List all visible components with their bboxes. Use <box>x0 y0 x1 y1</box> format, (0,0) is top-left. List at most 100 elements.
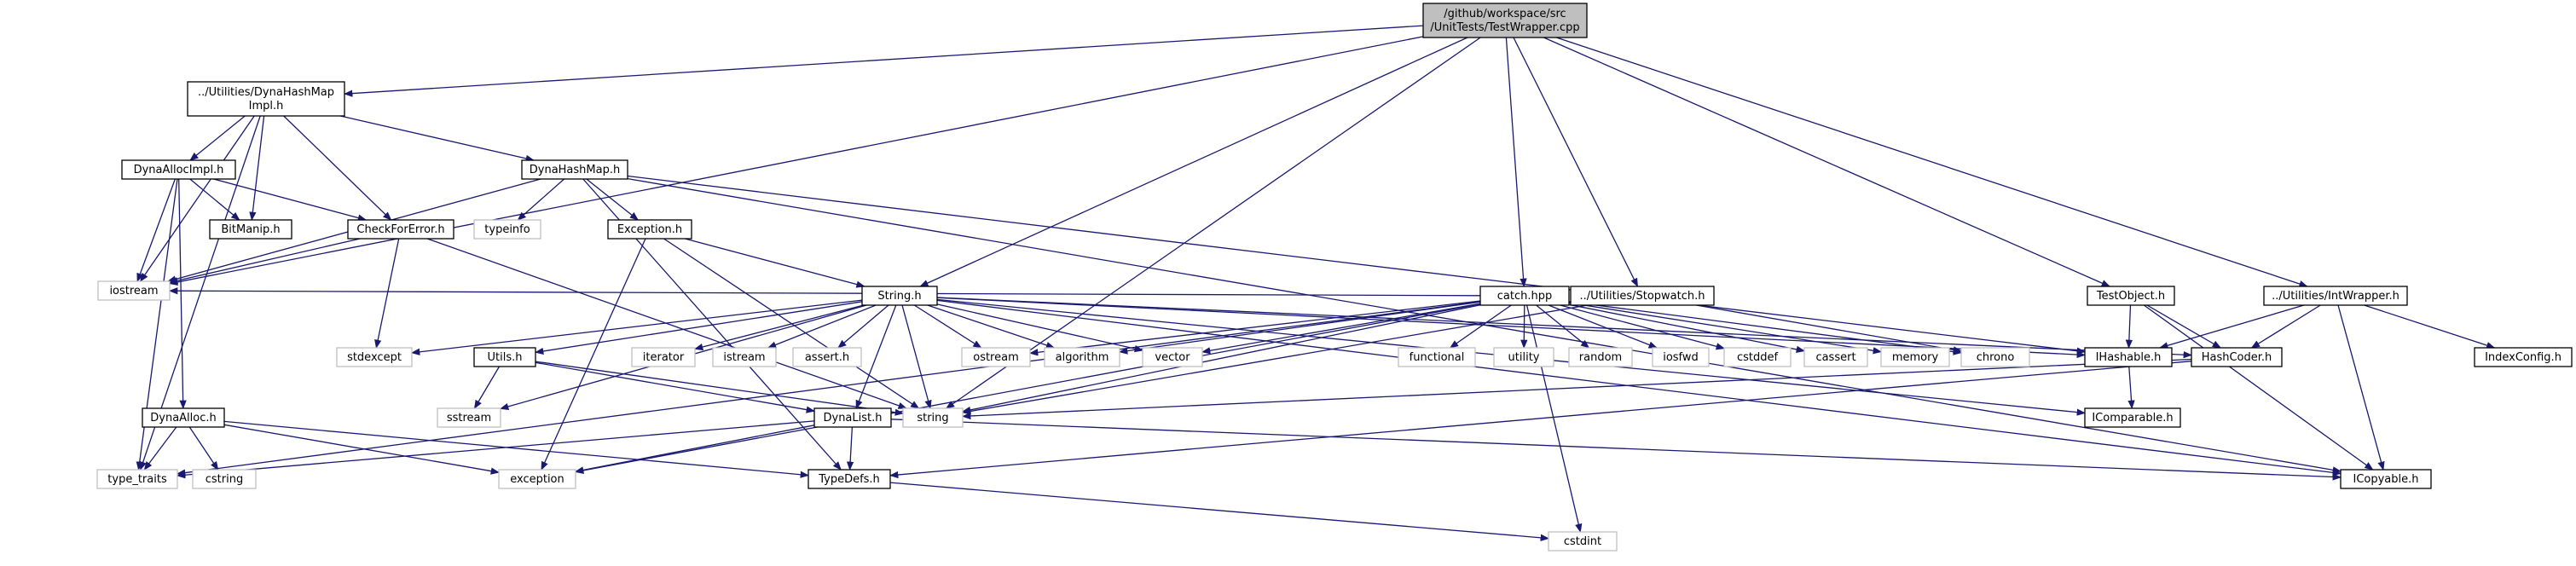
node-label-iosfwd: iosfwd <box>1663 351 1699 364</box>
node-box-dynalist <box>813 407 892 428</box>
node-box-dynaalloc <box>142 407 225 428</box>
node-label-checkforerror: CheckForError.h <box>356 223 444 236</box>
edge-dynaalloc-to-typedefs <box>223 420 810 478</box>
node-cassert: cassert <box>1803 347 1868 367</box>
edge-intwrapper-to-ihashable <box>2159 304 2305 349</box>
edge-dynalist-to-typedefs <box>846 426 854 471</box>
node-utility: utility <box>1493 347 1554 367</box>
edge-intwrapper-to-hashcoder <box>2250 304 2321 349</box>
edge-stopwatch-to-chrono <box>1696 304 1963 354</box>
node-stringh[interactable]: String.h <box>861 286 938 306</box>
edge-catch-to-algorithm <box>1118 301 1481 355</box>
edge-dynaallocimpl-to-dynaalloc <box>178 178 187 410</box>
edge-dynahashmapimpl-to-checkforerror <box>283 115 392 221</box>
node-icopyable[interactable]: ICopyable.h <box>2340 469 2432 489</box>
edge-dynaallocimpl-to-bitmanip <box>189 178 240 221</box>
node-box-dynahashmap <box>521 159 628 180</box>
node-box-stopwatch <box>1570 286 1715 306</box>
edge-catch-to-cstddef <box>1560 304 1726 350</box>
node-box-utility <box>1493 347 1554 367</box>
edge-root-to-iostream <box>168 36 1424 286</box>
node-testobject[interactable]: TestObject.h <box>2087 286 2175 306</box>
node-box-exceptionh <box>607 219 692 240</box>
node-checkforerror[interactable]: CheckForError.h <box>347 219 454 240</box>
node-box-assert <box>792 347 862 367</box>
edge-root-to-stringh <box>919 37 1468 287</box>
node-label-algorithm: algorithm <box>1056 351 1109 364</box>
edge-catch-to-memory <box>1568 302 1883 355</box>
node-hashcoder[interactable]: HashCoder.h <box>2191 347 2283 367</box>
edge-stringh-to-ostream <box>913 304 982 349</box>
node-label-typetraits: type_traits <box>107 473 167 486</box>
node-box-string <box>902 407 964 428</box>
node-label-dynaalloc: DynaAlloc.h <box>150 412 217 424</box>
node-ihashable[interactable]: IHashable.h <box>2084 347 2173 367</box>
node-box-typetraits <box>96 469 178 489</box>
node-dynaallocimpl[interactable]: DynaAllocImpl.h <box>121 159 236 180</box>
edge-utils-to-dynalist <box>535 361 816 413</box>
edge-catch-to-ostream <box>1028 300 1481 356</box>
node-label-random: random <box>1579 351 1622 364</box>
node-label-sstream: sstream <box>447 412 491 424</box>
node-label-dynahashmap: DynaHashMap.h <box>530 164 620 176</box>
node-box-cstring <box>192 469 257 489</box>
node-string: string <box>902 407 964 428</box>
node-dynaalloc[interactable]: DynaAlloc.h <box>142 407 225 428</box>
node-label-ostream: ostream <box>973 351 1019 364</box>
node-label-hashcoder: HashCoder.h <box>2202 351 2272 364</box>
node-typetraits: type_traits <box>96 469 178 489</box>
node-label-root: /github/workspace/src <box>1444 8 1566 20</box>
edge-dynahashmap-to-typeinfo <box>517 178 565 221</box>
node-stopwatch[interactable]: ../Utilities/Stopwatch.h <box>1570 286 1715 306</box>
node-box-stringh <box>861 286 938 306</box>
node-root[interactable]: /github/workspace/src/UnitTests/TestWrap… <box>1422 3 1588 38</box>
node-utils[interactable]: Utils.h <box>473 347 536 367</box>
node-catch[interactable]: catch.hpp <box>1479 286 1570 306</box>
edge-typedefs-to-cstdint <box>889 482 1550 541</box>
node-dynahashmap[interactable]: DynaHashMap.h <box>521 159 628 180</box>
node-box-icopyable <box>2340 469 2432 489</box>
node-box-chrono <box>1960 347 2030 367</box>
node-cstddef: cstddef <box>1723 347 1792 367</box>
edge-stringh-to-string <box>901 304 932 410</box>
node-typedefs[interactable]: TypeDefs.h <box>808 469 891 489</box>
edge-testobject-to-icopyable <box>2143 304 2374 471</box>
node-box-iosfwd <box>1652 347 1710 367</box>
node-intwrapper[interactable]: ../Utilities/IntWrapper.h <box>2263 286 2408 306</box>
node-box-random <box>1568 347 1633 367</box>
edge-stringh-to-hashcoder <box>936 297 2193 359</box>
edge-dynaalloc-to-exception <box>223 424 501 475</box>
edge-dynaallocimpl-to-iostream <box>136 178 177 282</box>
node-bitmanip[interactable]: BitManip.h <box>209 219 292 240</box>
edge-root-to-string <box>945 37 1481 409</box>
node-box-exception <box>498 469 576 489</box>
edge-dynalist-to-exception <box>574 424 815 474</box>
edge-dynalist-to-typetraits <box>176 420 815 479</box>
edge-root-to-catch <box>1505 37 1527 288</box>
edge-catch-to-functional <box>1449 304 1512 349</box>
edge-dynahashmapimpl-to-bitmanip <box>249 115 265 222</box>
node-label-memory: memory <box>1892 351 1939 364</box>
node-cstdint: cstdint <box>1548 531 1618 552</box>
node-label-indexconfig: IndexConfig.h <box>2485 351 2562 364</box>
node-icomparable[interactable]: IComparable.h <box>2084 407 2181 428</box>
edge-catch-to-exception <box>574 303 1481 474</box>
node-label-exception: exception <box>510 473 564 486</box>
node-indexconfig[interactable]: IndexConfig.h <box>2474 347 2573 367</box>
edge-checkforerror-to-stdexcept <box>374 238 400 349</box>
node-label-catch: catch.hpp <box>1497 290 1552 303</box>
node-box-bitmanip <box>209 219 292 240</box>
edge-stopwatch-to-string <box>961 304 1589 415</box>
node-label-utils: Utils.h <box>488 351 523 364</box>
node-label-iostream: iostream <box>109 285 158 297</box>
node-dynalist[interactable]: DynaList.h <box>813 407 892 428</box>
edge-dynahashmapimpl-to-dynaallocimpl <box>189 115 246 161</box>
node-exceptionh[interactable]: Exception.h <box>607 219 692 240</box>
edge-ihashable-to-icomparable <box>2127 366 2135 410</box>
node-iterator: iterator <box>631 347 696 367</box>
node-label-bitmanip: BitManip.h <box>221 223 280 236</box>
node-label-dynalist: DynaList.h <box>823 412 882 424</box>
node-label-icopyable: ICopyable.h <box>2353 473 2418 486</box>
node-label-dynaallocimpl: DynaAllocImpl.h <box>134 164 224 176</box>
